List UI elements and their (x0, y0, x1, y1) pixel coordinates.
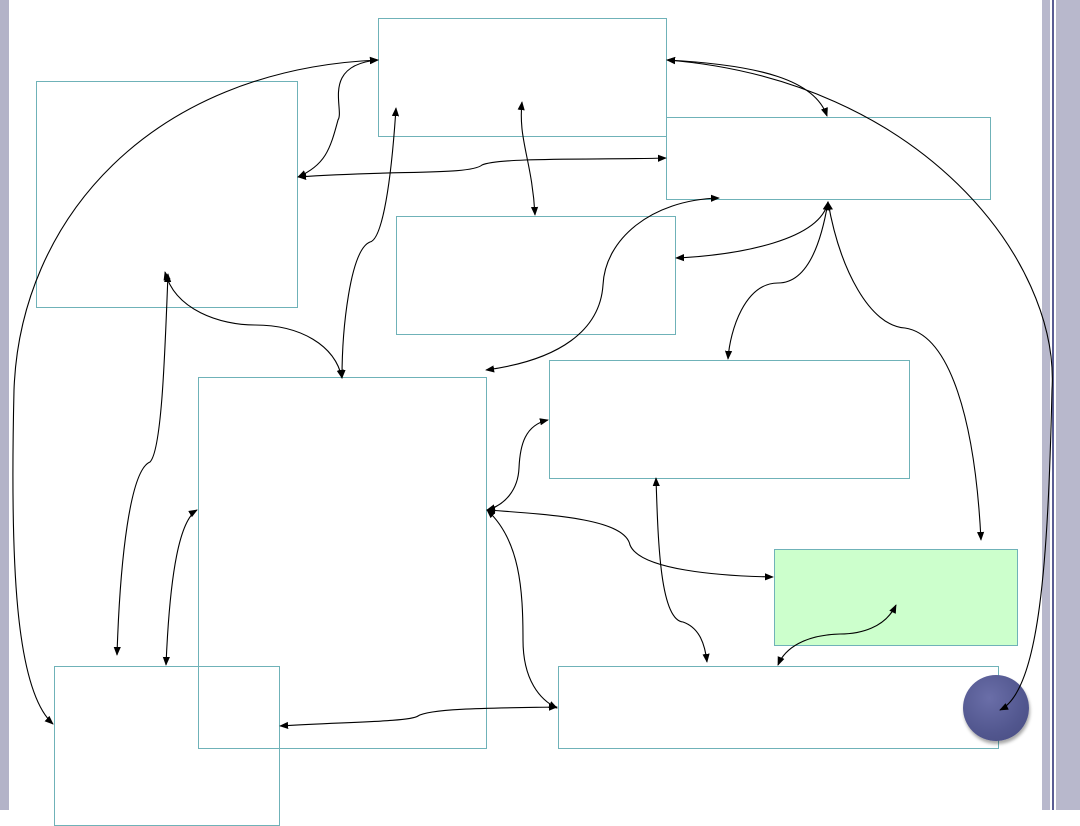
connector (666, 56, 828, 117)
connector (113, 273, 172, 656)
connector (297, 154, 667, 181)
node-top-center (378, 18, 667, 137)
connector (486, 418, 549, 512)
left-accent-rule (0, 0, 9, 810)
right-accent-band (1032, 0, 1080, 810)
node-bottom-right (558, 666, 999, 749)
connector (675, 201, 830, 262)
connector (486, 509, 558, 709)
connector (162, 509, 198, 666)
connector (724, 201, 831, 360)
node-middle-center (396, 216, 676, 335)
node-bottom-left (54, 666, 280, 826)
node-top-right (666, 117, 991, 200)
node-top-left (36, 81, 298, 308)
node-middle-right (549, 360, 910, 479)
connector (652, 477, 710, 663)
connector (486, 506, 774, 581)
node-highlight-right (774, 549, 1018, 646)
connector (297, 57, 379, 178)
nav-circle-button[interactable] (963, 675, 1029, 741)
connector (338, 107, 400, 379)
